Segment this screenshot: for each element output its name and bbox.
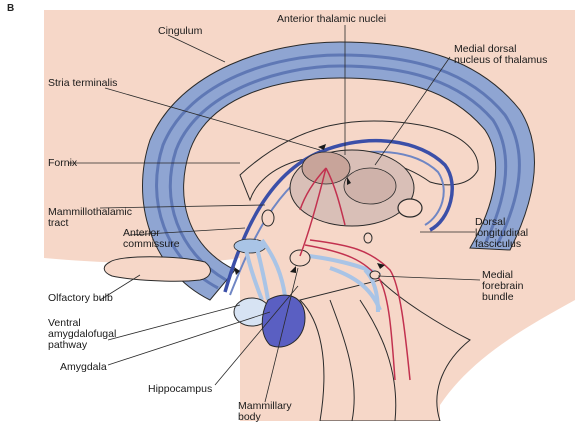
label-mammillary-body: Mammillary body (238, 401, 292, 423)
label-fornix: Fornix (48, 158, 77, 169)
mammillothalamic-bump (262, 210, 274, 226)
label-hippocampus: Hippocampus (148, 384, 212, 395)
label-anterior-thalamic-nuclei: Anterior thalamic nuclei (277, 14, 386, 25)
label-mammillary-body-line2: body (238, 412, 292, 423)
olfactory-bulb (104, 257, 210, 281)
label-stria-terminalis: Stria terminalis (48, 78, 117, 89)
label-anterior-commissure: Anterior commissure (123, 228, 180, 250)
label-medial-dorsal-nucleus-line2: nucleus of thalamus (454, 55, 547, 66)
label-amygdala: Amygdala (60, 362, 107, 373)
fasciculus-marker (364, 233, 372, 243)
forebrain-marker (370, 271, 380, 279)
label-medial-dorsal-nucleus: Medial dorsal nucleus of thalamus (454, 44, 547, 66)
label-mammillothalamic-tract: Mammillothalamic tract (48, 207, 132, 229)
label-dorsal-longitudinal-fasciculus-line3: fasciculus (475, 239, 528, 250)
panel-label: B (7, 3, 14, 14)
label-ventral-amygdalofugal-pathway: Ventral amygdalofugal pathway (48, 318, 116, 351)
label-medial-forebrain-bundle: Medial forebrain bundle (482, 270, 523, 303)
label-medial-forebrain-bundle-line3: bundle (482, 292, 523, 303)
label-dorsal-longitudinal-fasciculus: Dorsal longitudinal fasciculus (475, 217, 528, 250)
label-cingulum: Cingulum (158, 26, 202, 37)
label-mammillothalamic-tract-line2: tract (48, 218, 132, 229)
medial-dorsal-nucleus (344, 168, 396, 204)
label-anterior-commissure-line2: commissure (123, 239, 180, 250)
label-ventral-amygdalofugal-line3: pathway (48, 340, 116, 351)
pineal-loop (398, 199, 422, 217)
label-olfactory-bulb: Olfactory bulb (48, 293, 113, 304)
mammillary-body (290, 250, 310, 266)
